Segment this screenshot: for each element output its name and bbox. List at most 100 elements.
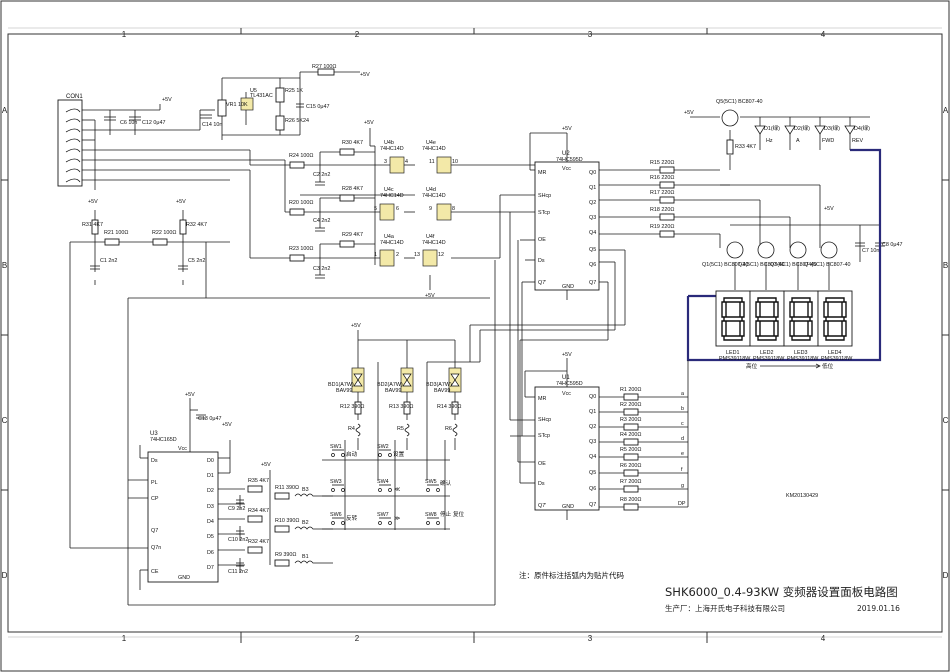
u4e-part: 74HC14D: [422, 146, 446, 152]
segment-bus: [686, 148, 882, 362]
u3-pin-pl: PL: [151, 480, 158, 486]
key-sw2[interactable]: SW2 设置: [377, 444, 405, 458]
r35-label: R35 4K7: [248, 478, 269, 484]
digit-led3: LED3 PMS39118W: [783, 290, 819, 362]
schmitt-vcc-bottom: +5V: [425, 293, 435, 299]
c10-label: C10 2n2: [228, 537, 248, 543]
u4d-part: 74HC14D: [422, 193, 446, 199]
q5-vcc-label: +5V: [684, 110, 694, 116]
u2-vcc-rail: +5V: [562, 126, 572, 132]
u1-r7: R7 200Ω: [620, 479, 641, 485]
keypad-switches: SW1 启动 SW2 设置 SW3 SW4 ≪ SW5: [322, 444, 465, 530]
u3-gnd: GND: [178, 575, 190, 581]
r13-label: R13 390Ω: [389, 404, 413, 410]
r25-label: R25 1K: [285, 88, 303, 94]
u1-pin-ds: Ds: [538, 481, 545, 487]
sw5-ref: SW5: [425, 479, 437, 485]
q3-label: Q3(5C1) BC807-40: [770, 262, 816, 268]
sw4-ref: SW4: [377, 479, 389, 485]
bd3-part: BAV99: [434, 388, 450, 394]
key-sw7[interactable]: SW7 ≫: [377, 512, 400, 525]
q2-label: Q2(5C1) BC807-40: [738, 262, 784, 268]
sw6-ref: SW6: [330, 512, 342, 518]
seg-c: c: [681, 421, 684, 427]
sw6-label: 反转: [346, 514, 358, 522]
u3-pin-cp: CP: [151, 496, 159, 502]
col-label-2-top: 2: [355, 30, 360, 39]
u4c-pin-out: 6: [396, 206, 399, 212]
u2-ref: U2: [562, 151, 570, 157]
u1-vcc-rail: +5V: [562, 352, 572, 358]
r4-label: R4: [348, 426, 355, 432]
u1-q7: Q7: [589, 502, 596, 508]
zone-labels: 1 2 3 4 1 2 3 4 A B C D A B C D: [2, 30, 949, 643]
u3-d1: D1: [207, 473, 214, 479]
row-label-a-right: A: [943, 106, 949, 115]
r15-label: R15 220Ω: [650, 160, 674, 166]
r34-label: R34 4K7: [248, 508, 269, 514]
u2-q6: Q6: [589, 262, 596, 268]
seg-b: b: [681, 406, 684, 412]
digit-led2: LED2 PMS39118W: [749, 290, 785, 362]
u1-q2: Q2: [589, 424, 596, 430]
q4-label: Q4(5C1) BC807-40: [804, 262, 850, 268]
sw2-ref: SW2: [377, 444, 389, 450]
u4c-pin-in: 5: [374, 206, 377, 212]
led-d2: D2(绿) A: [784, 124, 810, 144]
u2-q3: Q3: [589, 215, 596, 221]
u3-pin-q7: Q7: [151, 528, 158, 534]
key-sw3[interactable]: SW3: [330, 479, 345, 492]
key-sw5[interactable]: SW5 确认: [425, 479, 452, 492]
u4f-ref: U4f: [426, 234, 435, 240]
r32-label: R32 4K7: [186, 222, 207, 228]
key-sw8[interactable]: SW8 停止 复位: [425, 510, 465, 525]
c14-label: C14 10n: [202, 122, 222, 128]
u4d-pin-in: 9: [429, 206, 432, 212]
schmitt-trigger-block: U4b 74HC14D 3 4 U4e 74HC14D 11 10 U4c 74…: [249, 120, 535, 299]
digit-driver-block: Q1(5C1) BC807-40 Q2(5C1) BC807-40 Q3(5C1…: [702, 184, 903, 290]
reference-supply-block: R27 100Ω +5V C6 10n C12 0μ47 +5V C14 10n…: [104, 64, 370, 140]
u4e-pin-in: 11: [429, 159, 435, 165]
u2-q7: Q7: [589, 280, 596, 286]
key-sw1[interactable]: SW1 启动: [330, 444, 358, 458]
u1-pin-oe: OE: [538, 461, 546, 467]
col-label-2-bottom: 2: [355, 634, 360, 643]
u1-r3: R3 200Ω: [620, 417, 641, 423]
r29-label: R29 4K7: [342, 232, 363, 238]
u3-d7: D7: [207, 565, 214, 571]
led-d2-ref: D2(绿): [794, 124, 810, 132]
c15-label: C15 0μ47: [306, 104, 330, 110]
led2-ref: LED2: [760, 350, 774, 356]
r23-label: R23 100Ω: [289, 246, 313, 252]
u3-pin-ce: CE: [151, 569, 159, 575]
u3-ref: U3: [150, 431, 158, 437]
led-d1-ref: D1(绿): [764, 124, 780, 132]
u1-gnd: GND: [562, 504, 574, 510]
vcc-con1-label: +5V: [162, 97, 172, 103]
u2-q5: Q5: [589, 247, 596, 253]
u2-pin-shcp: SHcp: [538, 193, 551, 199]
u1-part: 74HC595D: [556, 381, 583, 387]
led1-ref: LED1: [726, 350, 740, 356]
seg-dp: DP: [678, 501, 686, 507]
u1-r8: R8 200Ω: [620, 497, 641, 503]
b1-label: B1: [302, 554, 309, 560]
seg-d: d: [681, 436, 684, 442]
u4a-part: 74HC14D: [380, 240, 404, 246]
vr1-label: VR1 10K: [226, 102, 248, 108]
u1-pin-shcp: SHcp: [538, 417, 551, 423]
row-label-c-right: C: [943, 416, 949, 425]
sw7-label: ≫: [394, 516, 400, 522]
seven-segment-display: LED1 PMS39118W LED2 PMS39118W LED3 PMS39…: [715, 290, 853, 370]
row-label-a-left: A: [2, 106, 8, 115]
led-d1-label: Hz: [766, 138, 773, 144]
key-sw6[interactable]: SW6 反转: [330, 512, 358, 525]
u2-pin-oe: OE: [538, 237, 546, 243]
sw8-ref: SW8: [425, 512, 437, 518]
u5-part: TL431AC: [250, 93, 273, 99]
c7-label: C7 10n: [862, 248, 879, 254]
chip-u3: U3 74HC165D Vcc Ds PL CP Q7 Q7n CE GND D…: [128, 392, 271, 590]
key-sw4[interactable]: SW4 ≪: [377, 479, 400, 493]
